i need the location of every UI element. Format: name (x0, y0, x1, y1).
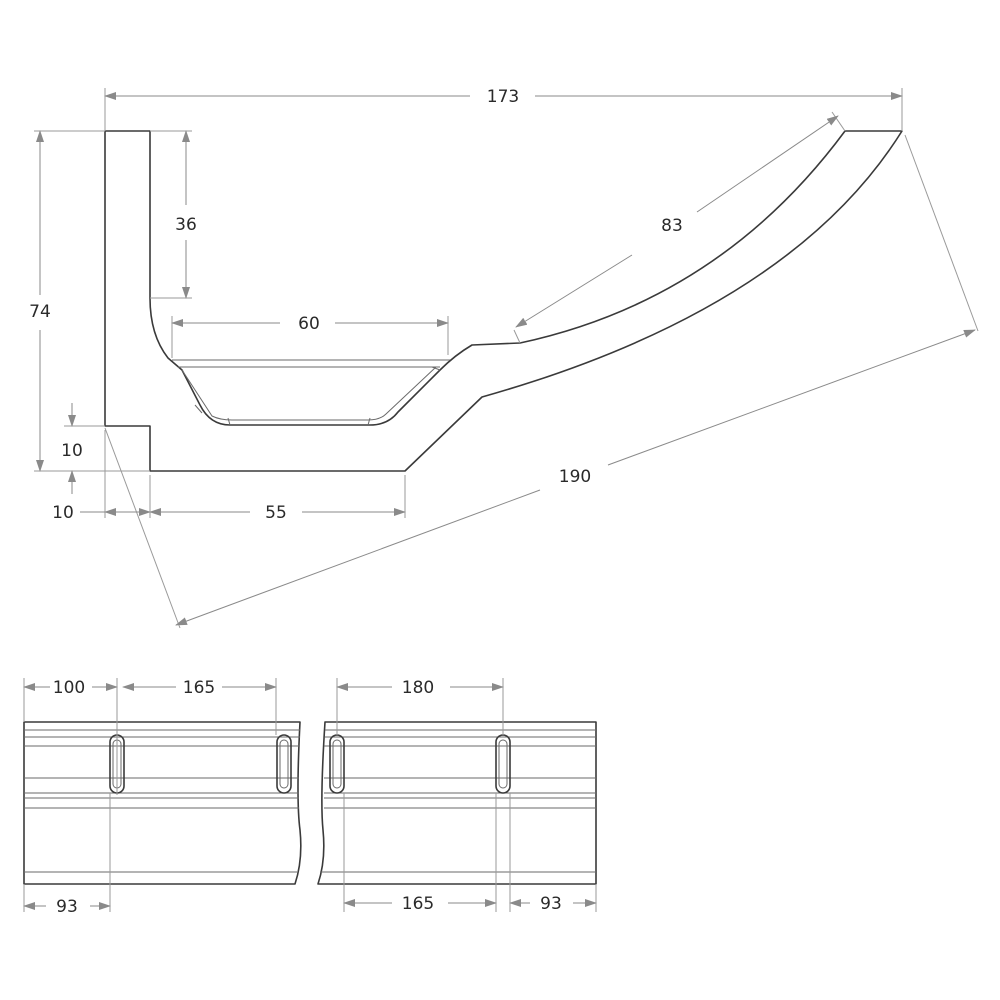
strip-dimensions: 100 165 180 93 165 93 (23, 678, 597, 917)
profile-dimensions: 173 74 36 60 83 190 10 (29, 87, 979, 629)
slot (276, 734, 292, 794)
dim-upright: 36 (175, 215, 197, 235)
profile-section (104, 130, 903, 472)
dim-total-width: 173 (487, 87, 519, 107)
profile-outline (104, 130, 903, 472)
dim-right-bottom-a: 165 (402, 894, 434, 914)
strip-left (23, 721, 302, 885)
dim-diagonal: 190 (559, 467, 591, 487)
channel-inner-line (172, 359, 450, 421)
dim-left-top-a: 100 (53, 678, 85, 698)
channel-edge-line (194, 366, 441, 426)
dim-left-bottom: 93 (56, 897, 78, 917)
strip-right (317, 721, 597, 885)
slot (329, 734, 345, 794)
dim-base-thickness: 10 (61, 441, 83, 461)
dim-channel: 60 (298, 314, 320, 334)
dim-base-length: 55 (265, 503, 287, 523)
dim-height: 74 (29, 302, 51, 322)
dim-right-bottom-b: 93 (540, 894, 562, 914)
dim-slope: 83 (661, 216, 683, 236)
dim-left-top-b: 165 (183, 678, 215, 698)
dim-right-top: 180 (402, 678, 434, 698)
slot (495, 734, 511, 794)
dim-wall-thickness: 10 (52, 503, 74, 523)
